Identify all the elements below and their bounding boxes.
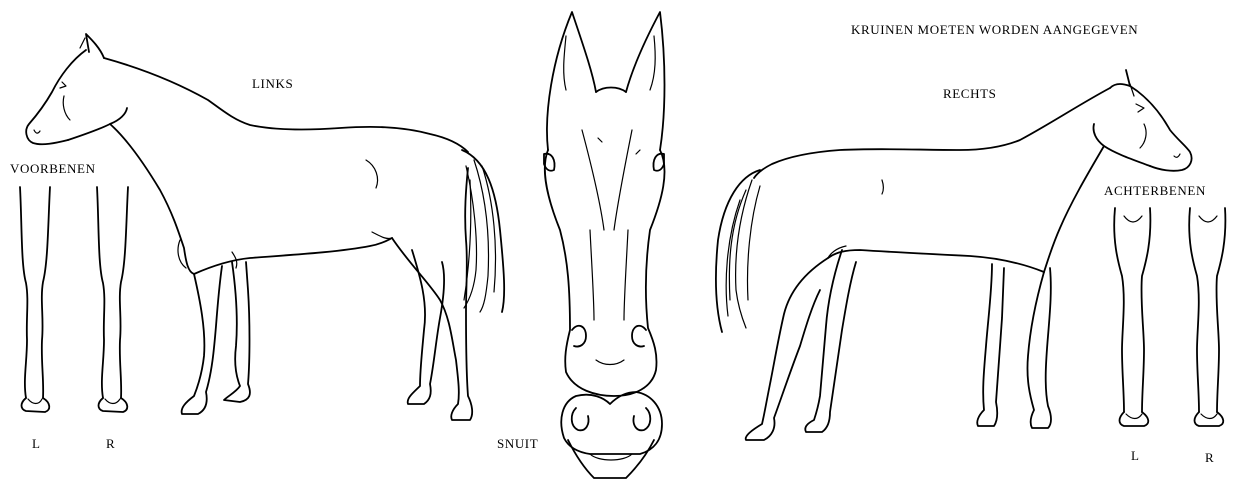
muzzle-outline bbox=[561, 392, 662, 478]
foreleg-right-outline bbox=[97, 187, 128, 412]
horse-head-front-outline bbox=[544, 12, 665, 396]
hindleg-left-outline bbox=[1114, 208, 1150, 426]
horse-right-side-outline bbox=[716, 70, 1192, 440]
foreleg-left-outline bbox=[20, 187, 50, 412]
hindleg-right-outline bbox=[1189, 208, 1225, 426]
